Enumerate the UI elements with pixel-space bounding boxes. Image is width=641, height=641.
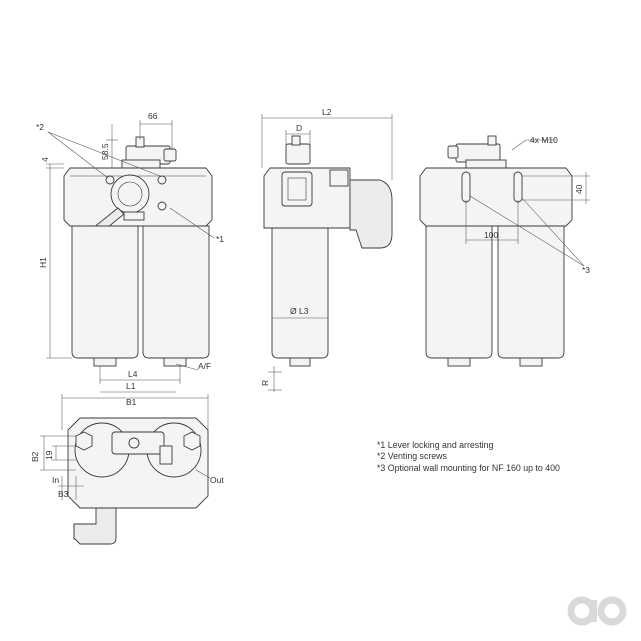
label-4: 4 <box>40 157 50 162</box>
label-wall-3: *3 <box>582 265 590 275</box>
rear-mounting-slot-right <box>513 171 523 203</box>
rear-filter-bowl-right <box>497 225 565 359</box>
label-19: 19 <box>44 450 54 460</box>
label-lever-1: *1 <box>216 234 224 244</box>
front-filter-bowl-left <box>71 225 139 359</box>
label-66: 66 <box>148 111 158 121</box>
footnote-2: *2 Venting screws <box>377 451 447 462</box>
front-indicator-cap <box>163 148 177 162</box>
side-port <box>281 171 313 207</box>
label-l4: L4 <box>128 369 138 379</box>
label-58-5: 58.5 <box>100 143 110 160</box>
label-out: Out <box>210 475 224 485</box>
label-ol3: Ø L3 <box>290 306 309 316</box>
footnote-1: *1 Lever locking and arresting <box>377 440 494 450</box>
label-b2: B2 <box>30 451 40 462</box>
label-venting-2: *2 <box>36 122 44 132</box>
side-filter-bowl <box>271 227 329 359</box>
front-nameplate <box>123 211 145 221</box>
front-filter-bowl-right <box>142 225 210 359</box>
side-drain <box>289 357 311 367</box>
label-b1: B1 <box>126 397 137 407</box>
front-drain-right <box>163 357 187 367</box>
label-r: R <box>260 380 270 386</box>
side-lever <box>349 179 393 249</box>
front-changeover-valve <box>110 174 150 214</box>
rear-mounting-slot-left <box>461 171 471 203</box>
footnotes: *1 Lever locking and arresting *2 Ventin… <box>377 440 560 474</box>
top-outlet-flange <box>183 431 201 451</box>
label-in: In <box>52 475 59 485</box>
rear-head-block <box>419 167 573 227</box>
top-lever <box>73 507 117 545</box>
front-drain-left <box>93 357 117 367</box>
footnote-3: *3 Optional wall mounting for NF 160 up … <box>377 462 560 473</box>
label-af: A/F <box>198 361 211 371</box>
front-view: *2 66 58.5 4 H1 *1 A/F L4 <box>36 111 224 384</box>
top-view: L1 B1 B2 19 In Out B3 <box>30 381 224 545</box>
front-venting-screw-right <box>157 175 167 185</box>
label-100: 100 <box>484 230 498 240</box>
label-b3: B3 <box>58 489 69 499</box>
label-l2: L2 <box>322 107 332 117</box>
label-4x-m10: 4x M10 <box>530 135 558 145</box>
rear-view: 4x M10 40 100 *3 <box>419 135 590 367</box>
side-view: L2 D Ø L3 R <box>260 107 393 392</box>
top-inlet-flange <box>75 431 93 451</box>
brand-logo <box>567 596 627 626</box>
label-40: 40 <box>574 184 584 194</box>
side-indicator <box>285 143 311 165</box>
rear-filter-bowl-left <box>425 225 493 359</box>
rear-indicator-housing <box>455 143 501 163</box>
label-l1: L1 <box>126 381 136 391</box>
label-d: D <box>296 123 302 133</box>
label-h1: H1 <box>38 257 48 268</box>
